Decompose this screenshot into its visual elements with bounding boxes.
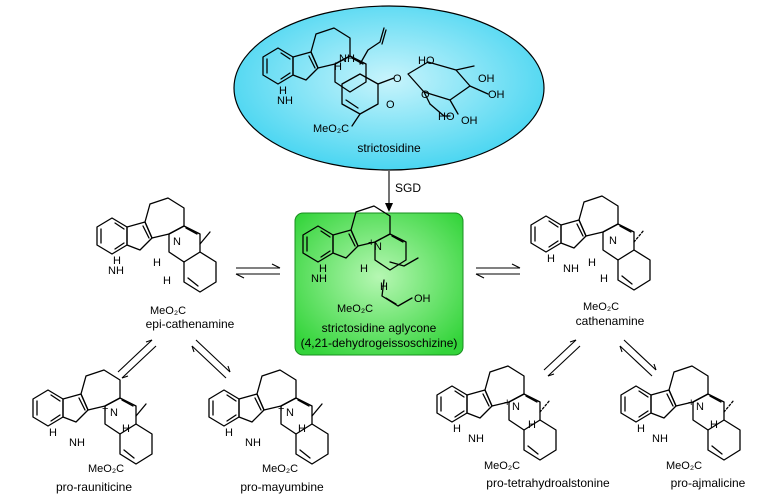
svg-text:H: H (334, 61, 342, 73)
svg-text:H: H (588, 257, 596, 269)
equilibrium-right (475, 263, 521, 279)
svg-text:HO: HO (438, 111, 455, 123)
aglycone-label: strictosidine aglycone (322, 321, 437, 335)
svg-text:N: N (512, 401, 520, 413)
pro-rauniticine-node: H NH + N H MeO₂C pro-rauniticine (32, 369, 153, 494)
svg-text:N: N (609, 235, 617, 247)
svg-text:NH: NH (339, 53, 355, 65)
svg-text:N: N (374, 241, 382, 253)
svg-text:OH: OH (478, 73, 495, 85)
svg-text:OH: OH (488, 89, 505, 101)
svg-text:O: O (393, 73, 402, 85)
svg-text:H: H (600, 273, 608, 285)
svg-text:N: N (696, 401, 704, 413)
svg-text:NH: NH (108, 265, 124, 277)
svg-text:HO: HO (418, 55, 435, 67)
strictosidine-structure (262, 27, 489, 127)
svg-text:MeO₂C: MeO₂C (262, 463, 298, 475)
svg-text:H: H (453, 423, 461, 435)
sgd-arrow: SGD (385, 171, 421, 212)
svg-text:H: H (122, 423, 130, 435)
svg-text:MeO₂C: MeO₂C (88, 463, 124, 475)
svg-text:NH: NH (563, 263, 579, 275)
equilibrium-diagonals (117, 339, 657, 379)
svg-text:H: H (360, 263, 368, 275)
svg-text:H: H (710, 419, 718, 431)
pro-ajmalicine-node: H NH + N H MeO₂C pro-ajmalicine (620, 365, 746, 490)
svg-text:O: O (386, 99, 395, 111)
pro-mayumbine-structure (208, 369, 329, 465)
svg-text:+: + (504, 397, 510, 409)
strictosidine-ellipse (233, 5, 545, 171)
equilibrium-left (235, 263, 281, 279)
pro-tetrahydroalstonine-label: pro-tetrahydroalstonine (486, 476, 610, 490)
svg-text:MeO₂C: MeO₂C (484, 460, 520, 472)
svg-text:+: + (102, 403, 108, 415)
svg-text:NH: NH (652, 433, 668, 445)
pro-rauniticine-label: pro-rauniticine (56, 480, 132, 494)
svg-text:H: H (319, 263, 327, 275)
svg-text:H: H (547, 253, 555, 265)
svg-text:H: H (49, 427, 57, 439)
svg-text:OH: OH (414, 293, 431, 305)
sgd-label: SGD (395, 181, 421, 195)
pro-ajmalicine-structure (620, 365, 741, 461)
strictosidine-node: H NH H NH O O HO O OH OH OH HO MeO₂C str… (233, 5, 545, 171)
svg-text:H: H (298, 423, 306, 435)
strictosidine-label: strictosidine (357, 141, 421, 155)
svg-text:H: H (528, 419, 536, 431)
svg-text:+: + (368, 237, 374, 249)
svg-text:H: H (225, 427, 233, 439)
svg-text:N: N (286, 407, 294, 419)
pro-tetrahydroalstonine-node: H NH + N H MeO₂C pro-tetrahydroalstonine (436, 365, 610, 490)
svg-text:MeO₂C: MeO₂C (150, 305, 186, 317)
pro-mayumbine-label: pro-mayumbine (240, 480, 324, 494)
svg-text:NH: NH (311, 273, 327, 285)
svg-text:+: + (688, 397, 694, 409)
svg-text:NH: NH (69, 437, 85, 449)
pro-rauniticine-structure (32, 369, 153, 465)
svg-text:NH: NH (468, 433, 484, 445)
pro-mayumbine-node: H NH + N H MeO₂C pro-mayumbine (208, 369, 329, 494)
aglycone-sublabel: (4,21-dehydrogeissoschizine) (301, 336, 458, 350)
svg-text:MeO₂C: MeO₂C (583, 301, 619, 313)
aglycone-box (294, 212, 464, 356)
svg-text:O: O (421, 89, 430, 101)
svg-text:OH: OH (461, 115, 478, 127)
svg-text:H: H (279, 85, 287, 97)
svg-text:N: N (173, 236, 181, 248)
svg-text:H: H (113, 255, 121, 267)
epi-cathenamine-label: epi-cathenamine (146, 317, 235, 331)
cathenamine-structure (530, 195, 651, 291)
svg-text:N: N (110, 407, 118, 419)
svg-text:H: H (380, 281, 388, 293)
svg-text:MeO₂C: MeO₂C (313, 123, 349, 135)
svg-text:H: H (153, 257, 161, 269)
svg-text:MeO₂C: MeO₂C (666, 460, 702, 472)
aglycone-node: H NH + N H H MeO₂C OH strictosidine agly… (294, 205, 464, 356)
svg-text:NH: NH (245, 437, 261, 449)
svg-text:+: + (278, 403, 284, 415)
pro-tetrahydroalstonine-structure (436, 365, 557, 461)
svg-text:H: H (163, 275, 171, 287)
epi-cathenamine-structure (96, 197, 217, 293)
svg-text:NH: NH (277, 95, 293, 107)
pro-ajmalicine-label: pro-ajmalicine (671, 476, 746, 490)
aglycone-structure (302, 205, 419, 307)
cathenamine-label: cathenamine (576, 314, 645, 328)
svg-text:H: H (637, 423, 645, 435)
epi-cathenamine-node: H NH N H H MeO₂C epi-cathenamine (96, 197, 235, 331)
svg-text:MeO₂C: MeO₂C (337, 303, 373, 315)
cathenamine-node: H NH N H H MeO₂C cathenamine (530, 195, 651, 328)
